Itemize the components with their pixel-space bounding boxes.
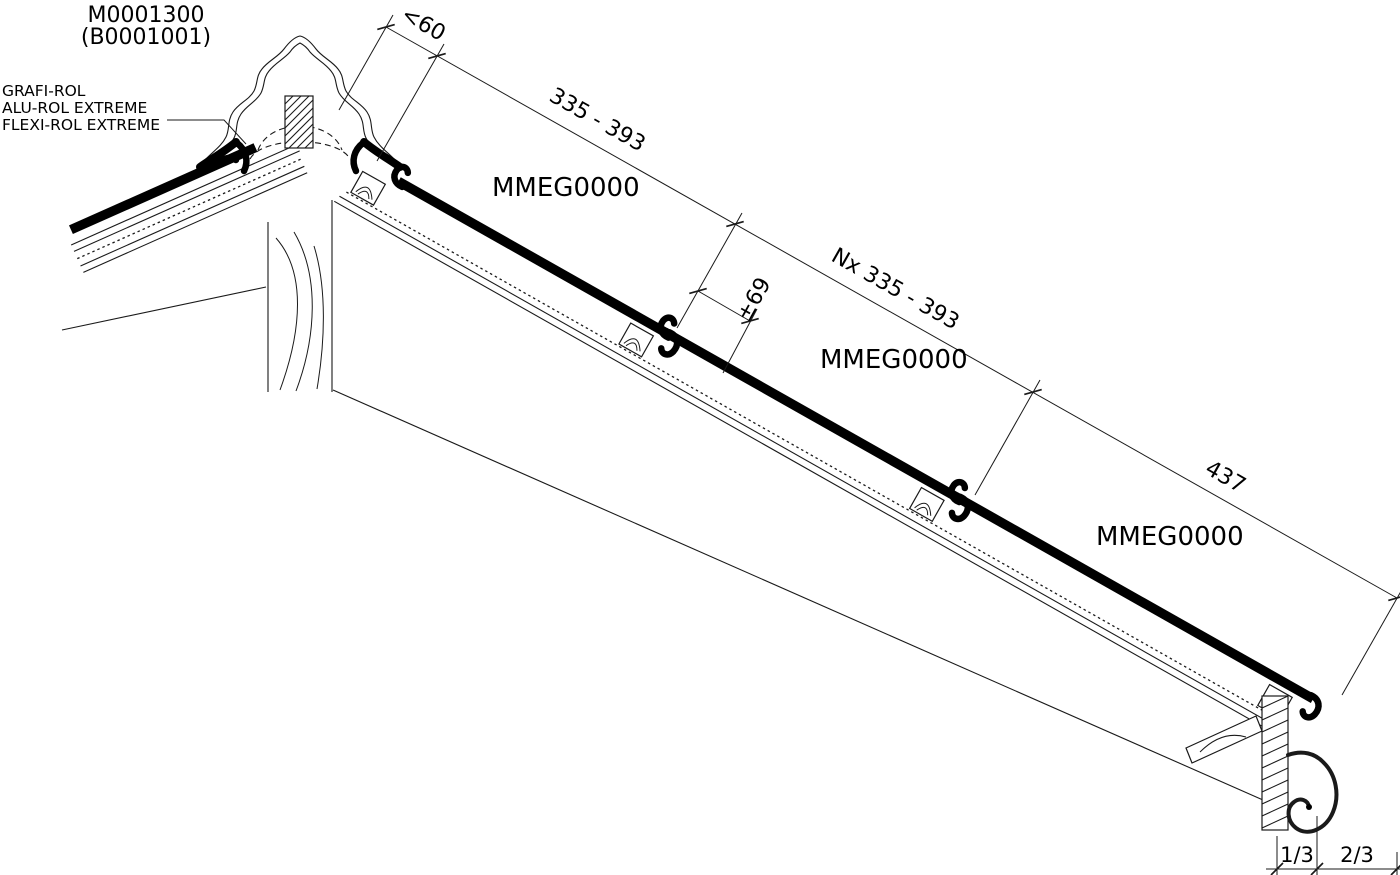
tile-end-curl-1 (657, 328, 681, 358)
material-label-flexi-rol: FLEXI-ROL EXTREME (2, 116, 160, 134)
dim-label-eave-spacing: 437 (1201, 456, 1250, 498)
dimension-ticks (377, 23, 1400, 602)
ridge-board-hatched (284, 95, 314, 149)
sarking-bottom-line (334, 200, 1273, 733)
tile-nose-hook-2 (657, 314, 678, 341)
tile-nose-hook-3 (948, 478, 969, 506)
gutter-thirds-dimension (1266, 816, 1400, 875)
tile-nose-hook-1 (391, 163, 412, 191)
left-rafter-bottom-line (61, 286, 267, 331)
tile-joint-batten-1 (618, 322, 655, 358)
left-roof-slope (69, 143, 308, 273)
title-code: M0001300 (88, 3, 205, 28)
tile-bar-3 (953, 492, 1316, 703)
dim-label-overlap: ±69 (732, 273, 776, 326)
thirds-label-second: 2/3 (1340, 843, 1374, 867)
tile-product-label-1: MMEG0000 (492, 173, 640, 203)
tile-end-curl-2 (948, 493, 972, 523)
ridge-roll-clip-right (350, 139, 367, 175)
dim-label-repeat-spacing: Nx 335 - 393 (827, 243, 963, 335)
left-sarking-top (73, 150, 300, 252)
ridge-cap-inner (213, 42, 387, 162)
tile-product-label-2: MMEG0000 (820, 345, 968, 375)
gutter-hook-curl-end (1306, 804, 1312, 810)
fascia-board (1261, 695, 1289, 831)
ridge-roll-clip-left (233, 139, 250, 175)
tile-joint-batten-2 (908, 486, 945, 523)
ridge-cap-outer (201, 35, 399, 164)
left-sarking-bottom (80, 165, 305, 267)
thirds-label-first: 1/3 (1280, 843, 1314, 867)
title-alt-code: (B0001001) (81, 25, 211, 50)
dim-label-ridge-gap: <60 (397, 2, 450, 47)
ridge-detail (196, 35, 404, 392)
tile-joint-batten-ridge (350, 170, 387, 206)
ridge-membrane-left (196, 138, 240, 171)
material-label-grafi-rol: GRAFI-ROL (2, 82, 86, 100)
gutter-hook (1286, 750, 1339, 834)
materials-leader-line (167, 119, 247, 145)
ridge-post (267, 200, 333, 392)
ridge-membrane-right (360, 138, 404, 171)
left-rafter-top (83, 172, 308, 273)
tile-product-label-3: MMEG0000 (1096, 522, 1244, 552)
tile-bar-1 (396, 177, 675, 341)
overlap-dimension (689, 287, 759, 374)
rafter-bottom-line (332, 389, 1264, 801)
dimension-apparatus (167, 14, 1400, 875)
material-label-alu-rol: ALU-ROL EXTREME (2, 99, 147, 117)
tile-end-curl-eave (1299, 691, 1322, 721)
main-dimension-line (385, 26, 1398, 599)
left-batten-line (70, 143, 298, 246)
left-underlay-dotted-line (76, 157, 304, 260)
right-roof-slope (334, 163, 1322, 733)
ridge-tile-nose-left (210, 154, 240, 170)
eave-detail (1185, 695, 1339, 834)
eave-tilting-fillet (1185, 715, 1263, 764)
underlay-dotted-line (346, 191, 1275, 718)
extension-lines (338, 14, 1400, 696)
sarking-top-line (339, 195, 1275, 726)
tile-bar-2 (662, 327, 965, 505)
